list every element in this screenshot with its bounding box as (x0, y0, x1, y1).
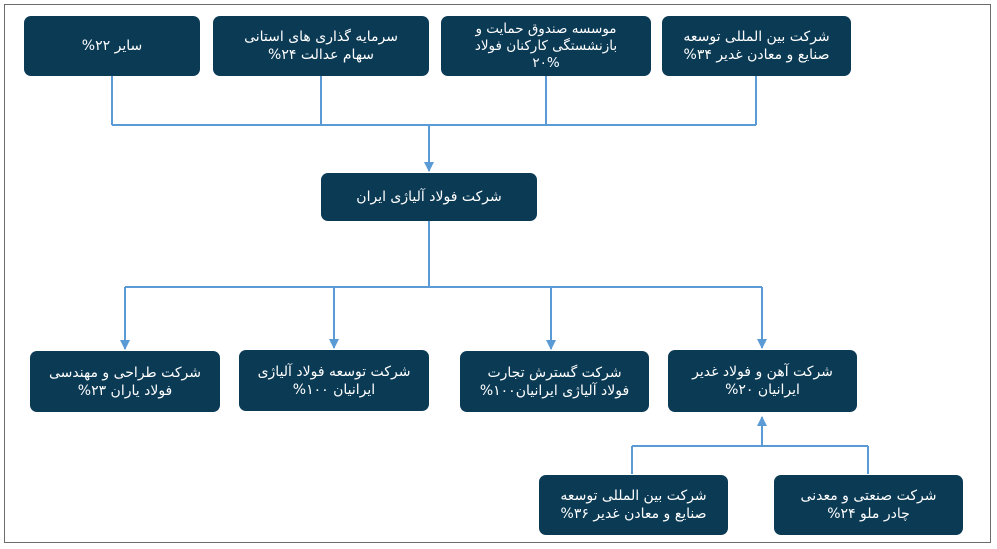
node-line: سرمایه گذاری های استانی (244, 29, 398, 45)
node-line: ایرانیان ۱۰۰% (292, 381, 376, 398)
node-line: شرکت طراحی و مهندسی (49, 364, 201, 381)
node-line: شرکت بین المللی توسعه (683, 29, 830, 45)
subsidiary-box-design-engineering: شرکت طراحی و مهندسی فولاد یاران ۲۳% (30, 351, 220, 412)
node-line: ایرانیان ۲۰% (725, 382, 800, 398)
node-line: ۲۰% (532, 54, 560, 71)
shareholder-box-others: سایر ۲۲% (24, 16, 200, 76)
diagram-frame (4, 4, 991, 543)
node-line: صنایع و معادن غدیر ۳۴% (683, 47, 830, 63)
owner-box-chadormalu: شرکت صنعتی و معدنی چادر ملو ۲۴% (774, 475, 963, 535)
node-line: فولاد آلیاژی ایرانیان۱۰۰% (479, 382, 630, 399)
node-line: شرکت بین المللی توسعه (560, 488, 707, 504)
shareholder-box-ghadir-international: شرکت بین المللی توسعه صنایع و معادن غدیر… (662, 16, 851, 76)
node-line: سایر ۲۲% (81, 38, 143, 54)
shareholder-box-pension-fund: موسسه صندوق حمایت و بازنشستگی کارکنان فو… (441, 16, 651, 76)
node-line: شرکت آهن و فولاد غدیر (692, 364, 833, 380)
subsidiary-box-iron-steel-ghadir: شرکت آهن و فولاد غدیر ایرانیان ۲۰% (668, 350, 857, 412)
owner-box-ghadir-international: شرکت بین المللی توسعه صنایع و معادن غدیر… (539, 475, 728, 535)
shareholder-box-provincial-investment: سرمایه گذاری های استانی سهام عدالت ۲۴% (213, 16, 429, 76)
center-company-box: شرکت فولاد آلیاژی ایران (321, 173, 537, 221)
node-line: فولاد یاران ۲۳% (77, 382, 173, 399)
node-line: سهام عدالت ۲۴% (268, 47, 374, 63)
node-line: بازنشستگی کارکنان فولاد (474, 37, 618, 54)
node-line: شرکت فولاد آلیاژی ایران (356, 189, 502, 205)
node-line: صنایع و معادن غدیر ۳۶% (560, 506, 707, 522)
subsidiary-box-alloy-development: شرکت توسعه فولاد آلیاژی ایرانیان ۱۰۰% (239, 350, 429, 411)
node-line: چادر ملو ۲۴% (827, 506, 910, 522)
node-line: موسسه صندوق حمایت و (475, 20, 617, 37)
subsidiary-box-trade-expansion: شرکت گسترش تجارت فولاد آلیاژی ایرانیان۱۰… (460, 351, 649, 412)
node-line: شرکت صنعتی و معدنی (800, 488, 937, 504)
node-line: شرکت توسعه فولاد آلیاژی (257, 363, 411, 380)
node-line: شرکت گسترش تجارت (487, 364, 622, 381)
